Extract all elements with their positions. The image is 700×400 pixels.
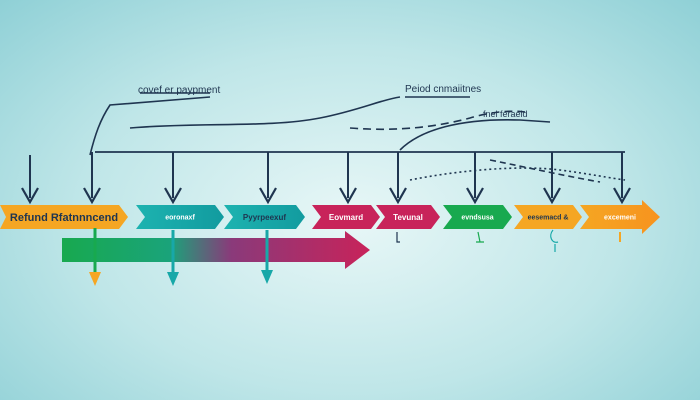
curve-right-lower (489, 159, 601, 183)
timeline-segment: eesemacd & (514, 205, 582, 229)
down-arrow-icon (613, 152, 631, 205)
annotation-top-right: Peiod cnmaiitnes (405, 84, 481, 95)
timeline-segment: evndsusa (443, 205, 512, 229)
timeline-segment-label: eoronaxf (165, 214, 195, 221)
annotation-top-left: covef er paypment (138, 85, 220, 96)
timeline-segment: Pyyrpeexuf (224, 205, 305, 229)
down-arrow-icon (339, 152, 357, 205)
mark-tevunal-icon (396, 232, 400, 243)
mark-hook-icon (550, 229, 559, 252)
down-arrow-icon (543, 152, 561, 205)
timeline-segment-label: evndsusa (461, 214, 493, 221)
down-arrow-icon (164, 152, 182, 205)
timeline-segment: excemeni (580, 200, 660, 234)
small-marks (396, 229, 621, 252)
down-arrow-icon (259, 152, 277, 205)
timeline-segment-label: Eovmard (329, 213, 363, 222)
curve-main (129, 96, 401, 129)
down-arrow-icon (83, 152, 101, 205)
mark-green-icon (476, 231, 484, 243)
timeline-segment-shape (0, 205, 128, 229)
down-arrows (21, 152, 631, 205)
timeline-segment-shape (224, 205, 305, 229)
drop-arrows (89, 228, 273, 286)
timeline-segment: Refund Rfatnnncend (0, 205, 128, 229)
timeline-segment-label: Pyyrpeexuf (243, 213, 286, 222)
timeline-segment-label: excemeni (604, 214, 636, 221)
timeline-segments: Refund Rfatnnncend eoronaxf Pyyrpeexuf Eovm… (0, 200, 660, 234)
down-arrow-icon (466, 152, 484, 205)
drop-arrow-orange-icon (89, 228, 101, 286)
annotation-mid-right: fnel feraeid (483, 109, 528, 119)
progress-arrow (62, 231, 370, 269)
timeline-segment-shape (312, 205, 380, 229)
curve-right (399, 118, 551, 151)
progress-arrow-shape (62, 231, 370, 269)
timeline-segment-shape (443, 205, 512, 229)
curve-dotted (409, 167, 626, 181)
down-arrow-icon (389, 152, 407, 205)
down-arrow-icon (21, 155, 39, 205)
timeline-segment-shape (514, 205, 582, 229)
timeline-segment-shape (136, 205, 224, 229)
annotation-curves (89, 92, 626, 183)
timeline-segment-shape (580, 200, 660, 234)
timeline-segment-label: eesemacd & (528, 214, 569, 221)
timeline-segment-label: Refund Rfatnnncend (10, 212, 118, 224)
drop-arrow-teal-2-icon (261, 230, 273, 284)
drop-arrow-teal-icon (167, 230, 179, 286)
curve-upper (89, 96, 211, 156)
timeline-segment: Tevunal (376, 205, 440, 229)
timeline-segment-label: Tevunal (393, 213, 423, 222)
timeline-segment: Eovmard (312, 205, 380, 229)
curve-dashed (349, 110, 526, 131)
timeline-segment: eoronaxf (136, 205, 224, 229)
timeline-segment-shape (376, 205, 440, 229)
